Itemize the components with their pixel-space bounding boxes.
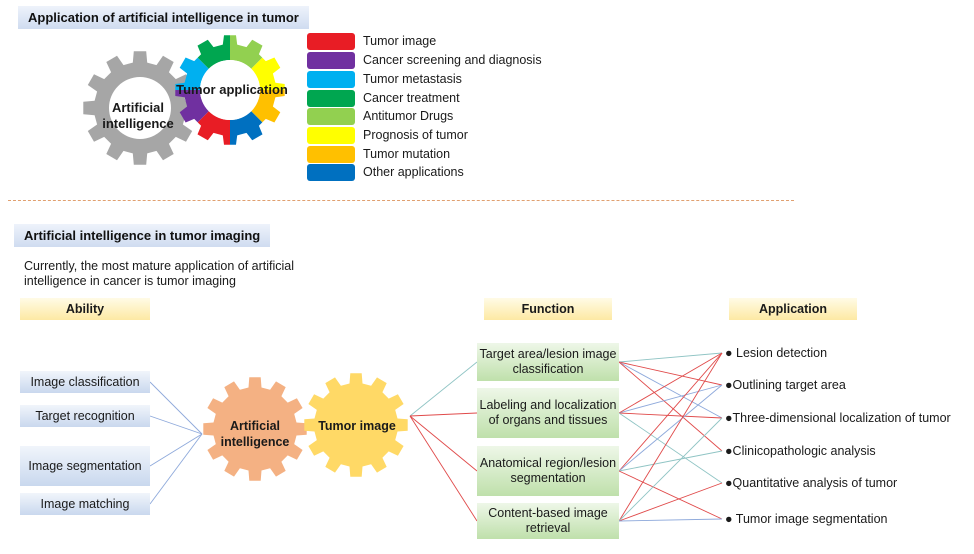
legend-item: Other applications: [307, 164, 567, 182]
application-connector: [618, 412, 723, 419]
ability-item-image-matching: Image matching: [20, 493, 150, 515]
ai-gear-top-label: Artificial intelligence: [102, 100, 174, 131]
application-connector: [618, 361, 723, 452]
legend-item: Prognosis of tumor: [307, 127, 567, 145]
legend-label: Other applications: [363, 165, 464, 179]
application-connector: [618, 352, 723, 472]
ai-gear-top-shape: [83, 51, 197, 165]
ability-connector: [149, 433, 203, 467]
legend-item: Tumor image: [307, 33, 567, 51]
application-item-quantitative: ●Quantitative analysis of tumor: [725, 476, 898, 490]
legend-item: Tumor metastasis: [307, 71, 567, 89]
ability-item-target-recognition: Target recognition: [20, 405, 150, 427]
application-item-outlining: ●Outlining target area: [725, 378, 846, 392]
ability-item-image-classification: Image classification: [20, 371, 150, 393]
legend-item: Cancer treatment: [307, 90, 567, 108]
legend-label: Antitumor Drugs: [363, 109, 454, 123]
ability-connector: [149, 415, 203, 435]
ai-gear-bottom-label: Artificial intelligence: [220, 419, 290, 449]
legend-label: Tumor image: [363, 34, 437, 48]
application-item-clinicopathologic: ●Clinicopathologic analysis: [725, 444, 876, 458]
intro-text: Currently, the most mature application o…: [24, 259, 295, 288]
legend-swatch: [307, 164, 355, 181]
application-connector: [618, 518, 723, 522]
function-connector-lines: [409, 361, 478, 522]
legend-swatch: [307, 108, 355, 125]
ability-connector: [149, 433, 203, 505]
bottom-gears-graphic: [203, 373, 408, 481]
application-connector: [618, 470, 723, 520]
legend-item: Cancer screening and diagnosis: [307, 52, 567, 70]
application-connector: [618, 450, 723, 472]
application-connector: [618, 412, 723, 484]
application-connector: [618, 417, 723, 522]
function-connector: [409, 361, 478, 417]
application-connector-lines: [618, 352, 723, 522]
application-connector: [618, 384, 723, 472]
legend-label: Tumor mutation: [363, 147, 451, 161]
legend-swatch: [307, 146, 355, 163]
application-connector: [618, 352, 723, 363]
tumor-image-gear-shape: [304, 373, 408, 477]
legend-swatch: [307, 33, 355, 50]
function-connector: [409, 415, 478, 472]
ai-gear-bottom-shape: [203, 377, 307, 481]
legend-label: Prognosis of tumor: [363, 128, 468, 142]
legend-item: Tumor mutation: [307, 146, 567, 164]
legend-swatch: [307, 71, 355, 88]
legend-label: Tumor metastasis: [363, 72, 462, 86]
legend-label: Cancer treatment: [363, 91, 460, 105]
application-connector: [618, 352, 723, 414]
legend-swatch: [307, 90, 355, 107]
tumor-image-gear-label: Tumor image: [318, 419, 396, 433]
application-connector: [618, 482, 723, 522]
function-connector: [409, 412, 478, 417]
ability-connector: [149, 381, 203, 435]
ai-gear-bottom: [203, 377, 307, 481]
function-connector: [409, 415, 478, 522]
application-connector: [618, 361, 723, 419]
legend-swatch: [307, 52, 355, 69]
application-item-lesion-detection: ● Lesion detection: [725, 346, 828, 360]
application-connector: [618, 384, 723, 414]
bottom-section-title: Artificial intelligence in tumor imaging: [14, 224, 271, 247]
tumor-gear-hole: [200, 60, 260, 120]
top-section-title: Application of artificial intelligence i…: [18, 6, 309, 29]
top-gears-graphic: [83, 35, 285, 165]
section-divider: [8, 200, 794, 201]
function-item-retrieval: Content-based image retrieval: [477, 503, 619, 539]
application-connector: [618, 352, 723, 522]
ability-header: Ability: [20, 298, 150, 320]
application-item-3d-localization: ●Three-dimensional localization of tumor: [725, 411, 951, 425]
application-connector: [618, 361, 723, 386]
tumor-image-gear: [304, 373, 408, 477]
tumor-application-label: Tumor application: [176, 82, 288, 97]
legend-item: Antitumor Drugs: [307, 108, 567, 126]
function-item-classification: Target area/lesion image classification: [477, 343, 619, 381]
ai-gear-top: [83, 51, 197, 165]
application-header: Application: [729, 298, 857, 320]
function-item-segmentation: Anatomical region/lesion segmentation: [477, 446, 619, 496]
application-item-segmentation: ● Tumor image segmentation: [725, 512, 888, 526]
ability-connector-lines: [149, 381, 203, 505]
ability-item-image-segmentation: Image segmentation: [20, 446, 150, 486]
legend-swatch: [307, 127, 355, 144]
function-item-labeling: Labeling and localization of organs and …: [477, 388, 619, 438]
function-header: Function: [484, 298, 612, 320]
legend-label: Cancer screening and diagnosis: [363, 53, 542, 67]
